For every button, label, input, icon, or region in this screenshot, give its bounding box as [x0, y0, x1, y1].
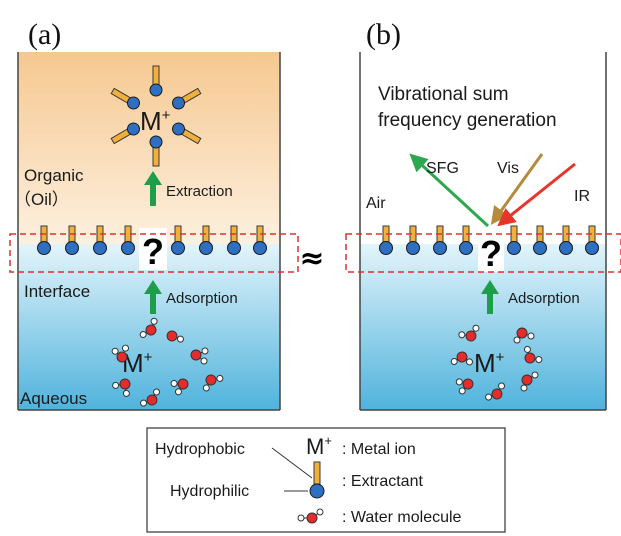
sfg-beam — [409, 153, 490, 228]
interface-highlight-b — [345, 233, 621, 273]
panel-b: (b) Vibrational sum frequency generation… — [359, 18, 607, 411]
sfg-label: SFG — [426, 160, 459, 177]
legend-water-molecule — [297, 508, 324, 524]
sfg-title-line2: frequency generation — [378, 110, 557, 131]
adsorption-label-b: Adsorption — [508, 290, 580, 307]
oil-label: （Oil） — [14, 190, 69, 209]
legend-water-text: : Water molecule — [342, 509, 462, 526]
legend-extractant-tail — [313, 461, 321, 485]
legend-hydrophobic: Hydrophobic — [155, 441, 245, 458]
water-molecules-b — [450, 324, 543, 401]
legend-extractant-head — [309, 483, 325, 499]
water-molecules-a — [111, 317, 224, 407]
legend-extractant-text: : Extractant — [342, 473, 423, 490]
metal-ion-b: M+ — [474, 348, 505, 378]
question-box-b — [478, 230, 504, 272]
hydrophobic-pointer — [271, 447, 313, 479]
vis-label: Vis — [497, 160, 519, 177]
legend-box — [146, 427, 506, 533]
interface-label: Interface — [24, 282, 90, 301]
interface-highlight-a — [9, 233, 299, 273]
ir-label: IR — [574, 188, 590, 205]
air-label: Air — [366, 195, 386, 212]
adsorption-arrow-b — [481, 280, 499, 314]
question-mark-b: ? — [480, 233, 502, 274]
organic-phase — [18, 52, 280, 244]
approx-symbol: ≈ — [299, 241, 324, 276]
legend: Hydrophobic Hydrophilic M+ : Metal ion :… — [146, 427, 506, 533]
adsorption-arrow-a — [144, 280, 162, 314]
legend-metal-text: : Metal ion — [342, 441, 416, 458]
metal-ion-top: M+ — [140, 106, 171, 136]
legend-hydrophilic: Hydrophilic — [170, 483, 249, 500]
metal-ion-bottom: M+ — [122, 348, 153, 378]
organic-label: Organic — [24, 166, 84, 185]
legend-metal-symbol: M+ — [306, 433, 332, 459]
aqueous-label: Aqueous — [20, 389, 87, 408]
question-box-a — [139, 228, 167, 270]
adsorption-label-a: Adsorption — [166, 290, 238, 307]
extraction-label: Extraction — [166, 183, 233, 200]
panel-b-label: (b) — [366, 18, 401, 51]
metal-complex: M+ — [110, 65, 202, 167]
panel-a-label: (a) — [28, 18, 61, 51]
panel-a: (a) M+ Organic （Oil） Extraction — [14, 18, 281, 411]
ir-beam — [497, 162, 576, 227]
question-mark-a: ? — [142, 231, 164, 272]
extraction-arrow — [144, 171, 162, 206]
sfg-title-line1: Vibrational sum — [378, 84, 509, 105]
